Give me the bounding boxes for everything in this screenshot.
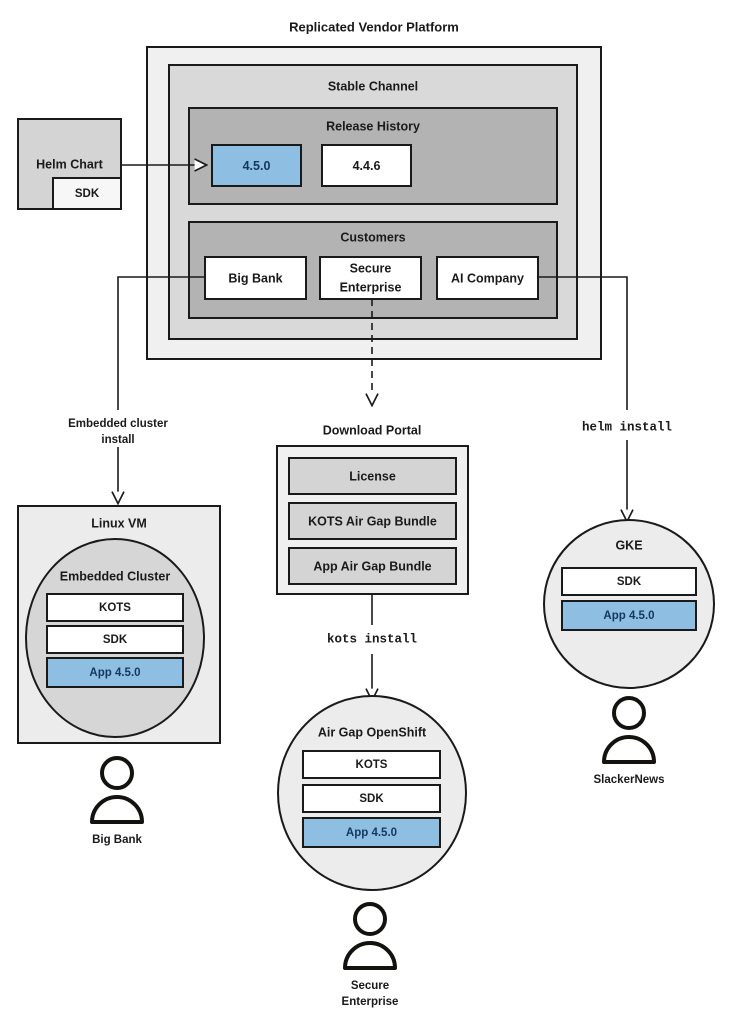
air-gap-openshift-component-kots-label: KOTS [356, 759, 388, 771]
person-head-icon [612, 696, 646, 730]
linux-vm-title: Linux VM [91, 516, 147, 530]
helm-chart-sdk-label: SDK [75, 188, 100, 200]
download-portal-item-kots-air-gap-bundle-label: KOTS Air Gap Bundle [308, 514, 437, 528]
gke-component-sdk[interactable] [561, 567, 697, 596]
actor-big-bank: Big Bank [90, 756, 144, 846]
customer-box-big-bank[interactable] [204, 256, 307, 300]
customer-label-secure-enterprise-line1: Secure [350, 261, 392, 275]
download-portal-item-app-air-gap-bundle[interactable] [288, 547, 457, 585]
embedded-cluster-title: Embedded Cluster [60, 569, 171, 583]
edge-label-helm-install: helm install [582, 420, 672, 434]
linux-vm-component-sdk-label: SDK [103, 634, 128, 646]
customer-box-ai-company[interactable] [436, 256, 539, 300]
actor-label-secure-enterprise-line1: Secure [351, 980, 389, 992]
linux-vm-component-app[interactable] [46, 657, 184, 688]
download-portal-item-license[interactable] [288, 457, 457, 495]
linux-vm-component-sdk[interactable] [46, 625, 184, 654]
linux-vm-component-app-label: App 4.5.0 [89, 667, 140, 679]
download-portal-title: Download Portal [323, 423, 422, 437]
customer-label-ai-company: AI Company [451, 271, 524, 285]
release-box-450[interactable] [211, 144, 302, 187]
actor-label-slackernews: SlackerNews [594, 774, 665, 786]
target-linux-vm: Linux VM Embedded Cluster KOTS SDK App 4… [17, 505, 221, 744]
download-portal-item-kots-air-gap-bundle[interactable] [288, 502, 457, 540]
helm-chart-sdk-box[interactable] [52, 177, 122, 210]
actor-secure-enterprise: Secure Enterprise [342, 902, 399, 1008]
person-head-icon [100, 756, 134, 790]
edge-label-embedded-cluster-install-line1: Embedded cluster [68, 418, 168, 430]
customers-title: Customers [340, 230, 405, 244]
helm-chart-label: Helm Chart [36, 157, 104, 171]
actor-label-big-bank: Big Bank [92, 834, 142, 846]
person-body-icon [343, 941, 397, 970]
actor-label-secure-enterprise-line2: Enterprise [342, 996, 399, 1008]
gke-component-app[interactable] [561, 600, 697, 631]
edge-label-kots-install: kots install [327, 632, 417, 646]
release-version-450: 4.5.0 [243, 159, 271, 173]
air-gap-openshift-title: Air Gap OpenShift [318, 725, 427, 739]
linux-vm-component-kots-label: KOTS [99, 602, 131, 614]
release-version-446: 4.4.6 [353, 159, 381, 173]
release-box-446[interactable] [321, 144, 412, 187]
release-history-title: Release History [326, 119, 420, 133]
air-gap-openshift-component-app[interactable] [302, 817, 441, 848]
linux-vm-component-kots[interactable] [46, 593, 184, 622]
air-gap-openshift-component-app-label: App 4.5.0 [346, 827, 397, 839]
air-gap-openshift-component-sdk[interactable] [302, 784, 441, 813]
target-gke: GKE SDK App 4.5.0 [543, 519, 715, 689]
edge-label-embedded-cluster-install-line2: install [101, 434, 134, 446]
customer-label-big-bank: Big Bank [228, 271, 282, 285]
replicated-vendor-platform-panel: Stable Channel Release History 4.5.0 4.4… [146, 46, 602, 360]
stable-channel-title: Stable Channel [328, 79, 418, 93]
person-body-icon [602, 735, 656, 764]
download-portal-item-app-air-gap-bundle-label: App Air Gap Bundle [313, 559, 431, 573]
download-portal: Download Portal License KOTS Air Gap Bun… [276, 423, 469, 595]
edge-ai-company-down-a [538, 276, 628, 410]
edge-big-bank-down-a [117, 276, 205, 410]
helm-chart-source: Helm Chart SDK [17, 118, 122, 210]
air-gap-openshift-component-kots[interactable] [302, 750, 441, 779]
customer-label-secure-enterprise-line2: Enterprise [340, 280, 402, 294]
actor-slackernews: SlackerNews [594, 696, 665, 786]
target-air-gap-openshift: Air Gap OpenShift KOTS SDK App 4.5.0 [277, 695, 467, 891]
gke-component-sdk-label: SDK [617, 576, 642, 588]
gke-component-app-label: App 4.5.0 [603, 610, 654, 622]
person-head-icon [353, 902, 387, 936]
person-body-icon [90, 795, 144, 824]
air-gap-openshift-component-sdk-label: SDK [359, 793, 384, 805]
page-title: Replicated Vendor Platform [289, 19, 459, 34]
download-portal-item-license-label: License [349, 469, 396, 483]
customer-box-secure-enterprise[interactable] [319, 256, 422, 300]
gke-title: GKE [615, 538, 642, 552]
